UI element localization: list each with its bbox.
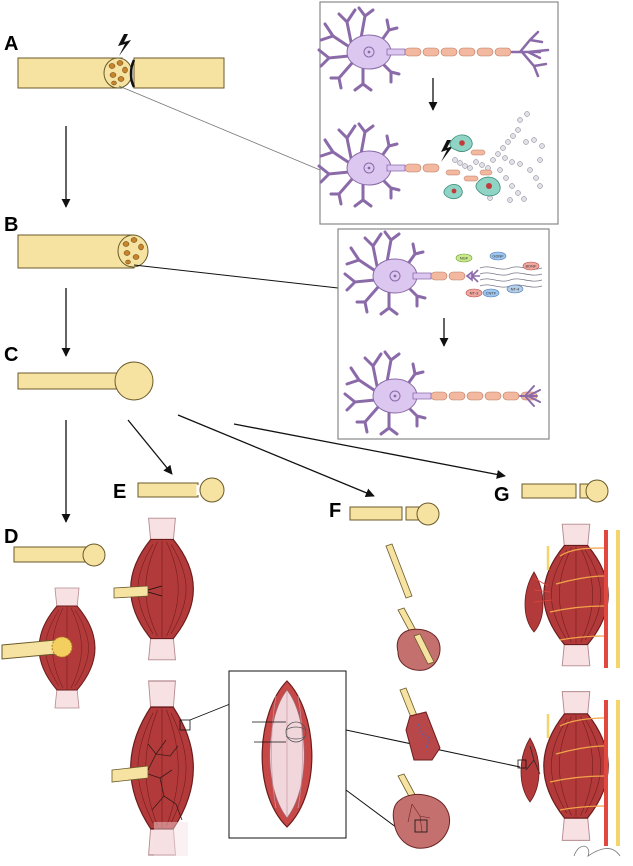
factor-ngf: NGF — [460, 255, 469, 260]
regenerated-branches-e — [147, 739, 183, 821]
nerve-implant-e-lower — [111, 765, 149, 783]
panel-f: F — [329, 500, 451, 849]
neurotrophic-factors: NGF GDNF BDNF NT-3 CNTF NT-4 — [455, 251, 540, 298]
factor-gdnf: GDNF — [492, 253, 504, 258]
nerve-graft-f1 — [385, 543, 413, 599]
muscle-g-lower — [543, 690, 609, 842]
panel-a: A — [4, 33, 225, 89]
macrophages — [443, 134, 501, 200]
zoom-inset — [228, 670, 347, 839]
arrow-c-to-e — [127, 419, 173, 475]
neuroma-in-muscle — [51, 636, 73, 658]
panel-label-a: A — [4, 33, 18, 55]
arrow-c-to-f — [177, 414, 375, 498]
signature — [573, 845, 621, 858]
inset-neurotrophic: NGF GDNF BDNF NT-3 CNTF NT-4 — [337, 228, 550, 440]
muscle-flap-g-lower — [520, 737, 540, 803]
myelin-fragments — [445, 149, 493, 182]
red-vessel-lower — [604, 700, 608, 846]
muscle-graft-f3 — [405, 711, 441, 761]
panel-label-d: D — [4, 526, 18, 548]
connector-b-inset — [133, 264, 339, 289]
muscle-graft-f4 — [392, 793, 451, 849]
inset-degeneration — [317, 1, 559, 225]
connector-a-inset — [118, 85, 321, 171]
nerve-implant-e — [113, 585, 149, 599]
injury-bolt-icon — [441, 140, 453, 162]
panel-label-f: F — [329, 500, 341, 522]
panel-g: G — [494, 479, 621, 858]
panel-d: D — [1, 526, 106, 709]
axon-terminals — [510, 30, 550, 78]
muscle-g-upper — [543, 523, 609, 667]
panel-label-b: B — [4, 214, 18, 236]
red-vessel-upper — [604, 530, 608, 668]
yellow-nerve-upper — [616, 530, 620, 668]
myelin-debris — [452, 111, 545, 203]
arrow-c-to-g — [233, 423, 506, 479]
factor-nt3: NT-3 — [470, 290, 479, 295]
factor-cntf: CNTF — [486, 290, 497, 295]
panel-c: C — [4, 344, 154, 401]
injury-bolt-icon — [118, 34, 131, 56]
yellow-nerve-lower — [616, 700, 620, 846]
panel-e: E — [111, 477, 231, 856]
factor-nt4: NT-4 — [511, 286, 520, 291]
panel-label-e: E — [113, 481, 126, 503]
panel-label-c: C — [4, 344, 18, 366]
neuroma-bulb — [114, 361, 154, 401]
panel-label-g: G — [494, 484, 510, 506]
factor-bdnf: BDNF — [526, 263, 537, 268]
panel-b: B — [4, 214, 149, 269]
